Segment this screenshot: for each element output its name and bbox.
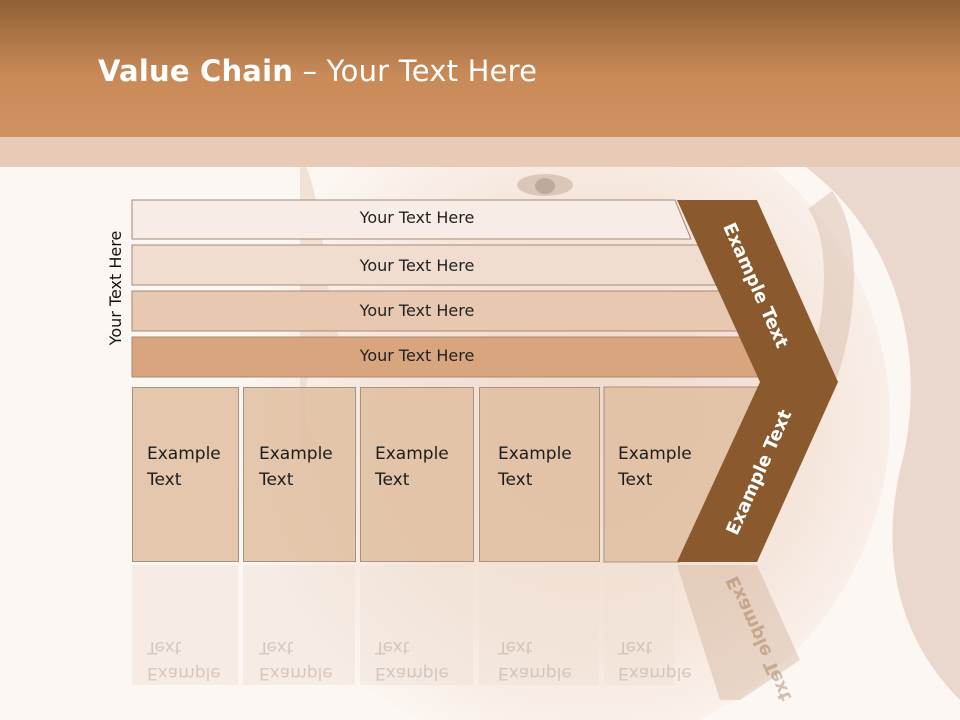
cell-5-reflection-text: Example Text bbox=[618, 637, 692, 683]
cell-1-label: Example Text bbox=[147, 444, 221, 490]
page-title: Value Chain – Your Text Here bbox=[98, 54, 537, 88]
cell-1 bbox=[132, 387, 239, 562]
bar-1-shape bbox=[131, 199, 692, 240]
title-header bbox=[0, 0, 960, 137]
cell-2-reflection bbox=[243, 565, 355, 685]
bar-2-label: Your Text Here bbox=[359, 256, 475, 275]
bar-1-label: Your Text Here bbox=[359, 208, 475, 227]
cell-3-reflection-text: Example Text bbox=[375, 637, 449, 683]
chevron-arrow bbox=[677, 200, 838, 562]
cell-1-reflection bbox=[132, 565, 238, 685]
cell-1-reflection-text: Example Text bbox=[147, 637, 221, 683]
cell-4-reflection bbox=[479, 565, 599, 685]
cell-3 bbox=[360, 387, 474, 562]
cell-4 bbox=[479, 387, 600, 562]
bar-3-label: Your Text Here bbox=[359, 301, 475, 320]
cell-4-label: Example Text bbox=[498, 444, 572, 490]
cell-2 bbox=[243, 387, 356, 562]
bar-4-label: Your Text Here bbox=[359, 346, 475, 365]
cell-4-reflection-text: Example Text bbox=[498, 637, 572, 683]
cell-3-reflection bbox=[360, 565, 473, 685]
header-band bbox=[0, 137, 960, 167]
title-rest: – Your Text Here bbox=[293, 54, 538, 88]
cell-2-label: Example Text bbox=[259, 444, 333, 490]
chevron-reflection bbox=[677, 565, 800, 700]
title-bold: Value Chain bbox=[98, 54, 294, 88]
cell-5-reflection bbox=[604, 565, 674, 685]
cell-5-label: Example Text bbox=[618, 444, 692, 490]
cell-2-reflection-text: Example Text bbox=[259, 637, 333, 683]
cell-3-label: Example Text bbox=[375, 444, 449, 490]
